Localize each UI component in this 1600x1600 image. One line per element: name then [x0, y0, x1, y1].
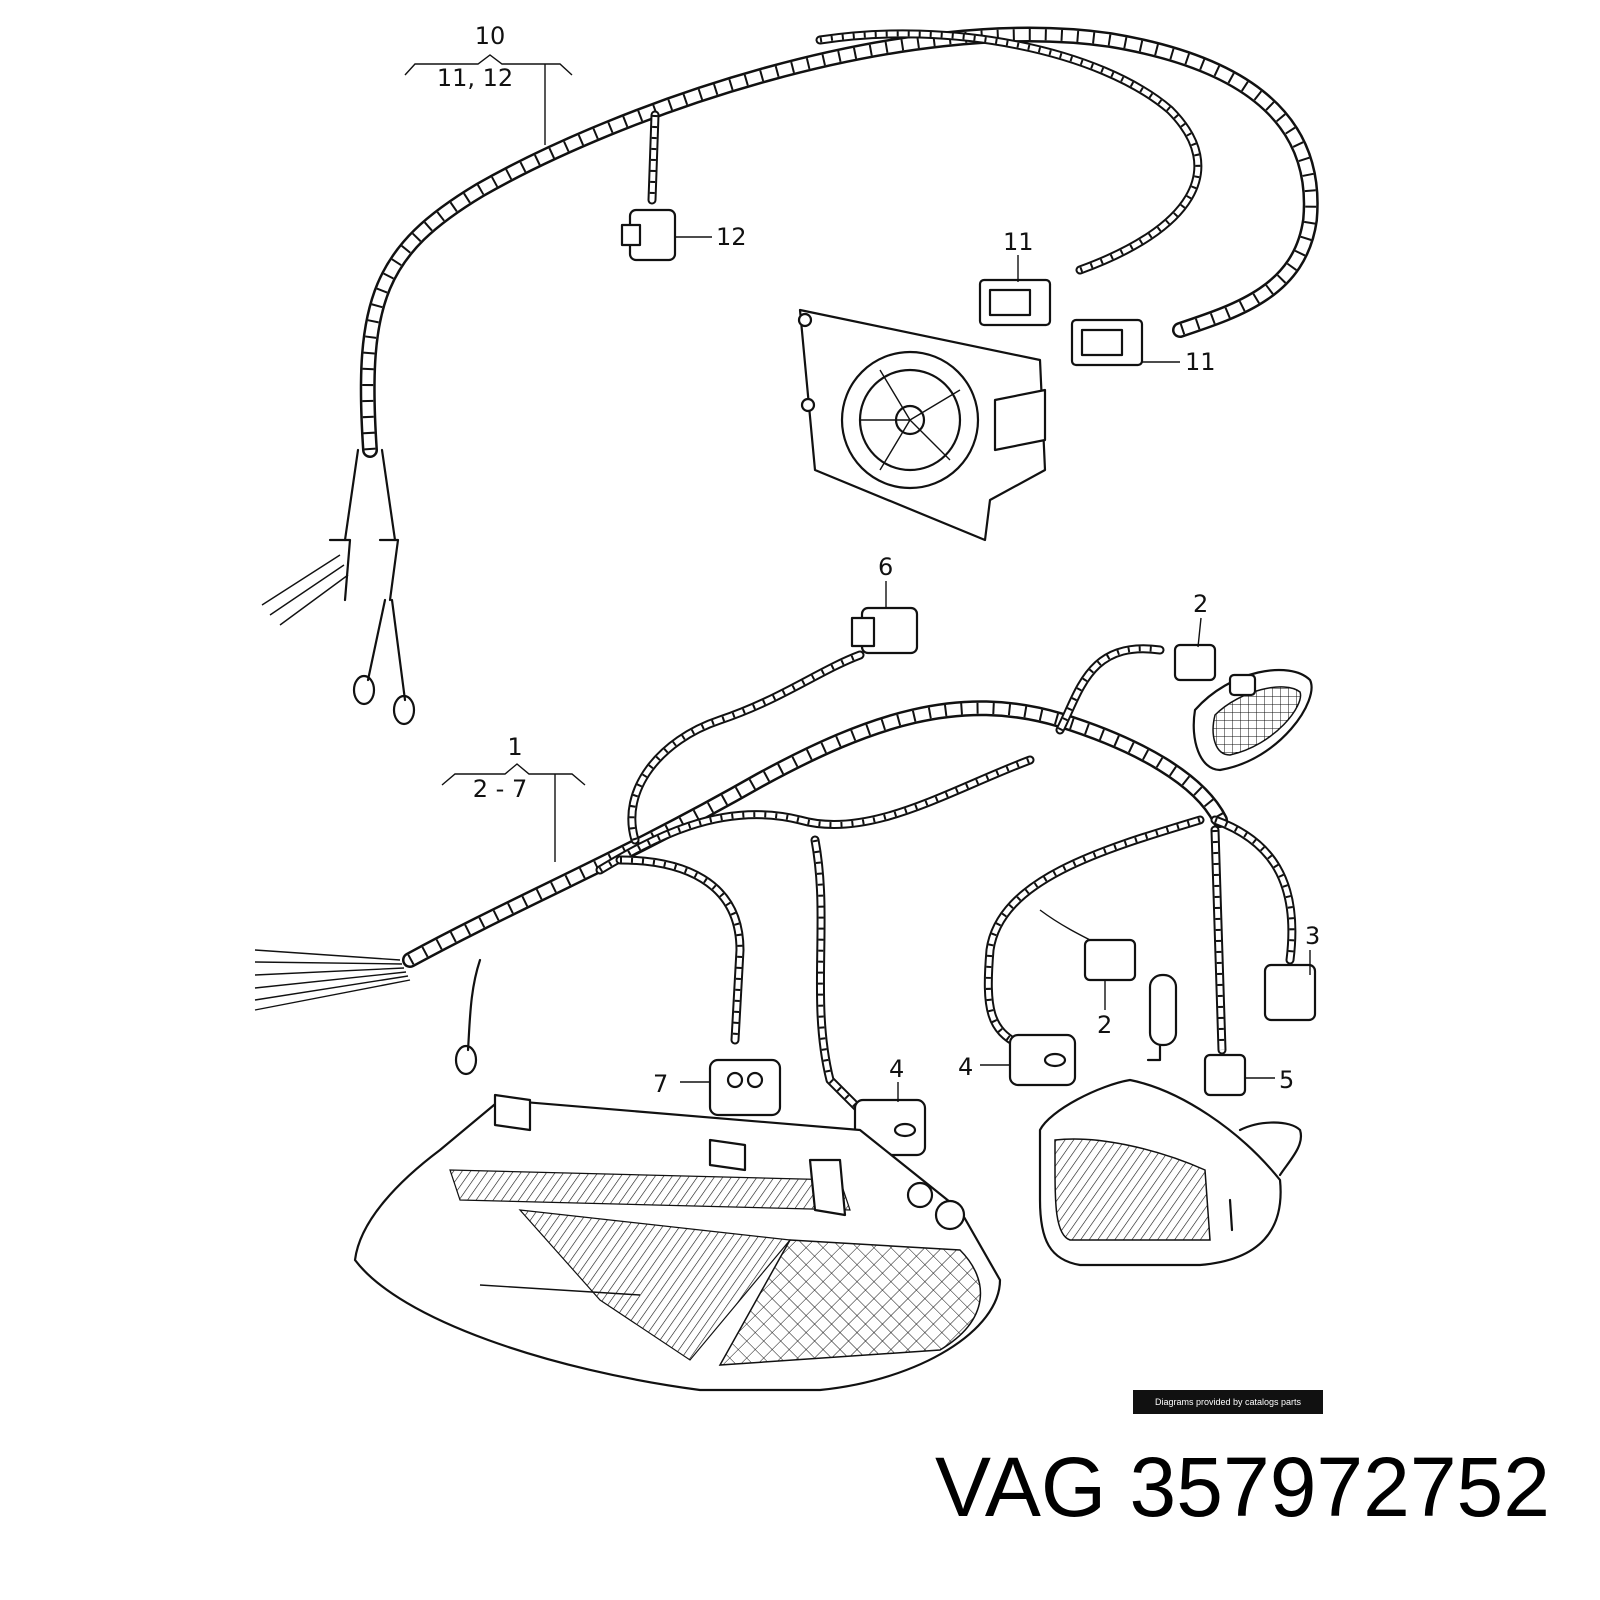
callout-5: 5: [1279, 1066, 1294, 1094]
part-number: VAG 357972752: [935, 1440, 1550, 1534]
callout-4-right: 4: [958, 1053, 973, 1081]
callout-2-lower: 2: [1097, 1011, 1112, 1039]
callout-harness-top: 10 11, 12: [404, 22, 573, 145]
callout-6: 6: [878, 553, 893, 581]
washer-pump: [1146, 973, 1178, 1062]
connector-6: [850, 606, 919, 655]
headlight-assembly: [353, 1093, 1002, 1392]
connector-3: [1263, 950, 1317, 1022]
callout-7: 7: [653, 1070, 668, 1098]
callout-10: 10: [475, 22, 506, 50]
callout-2-7: 2 - 7: [473, 775, 527, 803]
connector-11-left: [978, 255, 1052, 327]
upper-wiring-harness: [261, 26, 1319, 726]
credit-text: Diagrams provided by catalogs parts: [1154, 1397, 1302, 1407]
connector-2-upper: [1173, 643, 1217, 682]
callout-1: 1: [507, 733, 522, 761]
fog-lamp: [1038, 1078, 1303, 1267]
callout-2-upper: 2: [1193, 590, 1208, 618]
front-wiring-harness: [254, 644, 1297, 1115]
callout-11-upper: 11: [1003, 228, 1034, 256]
connector-5: [1203, 1053, 1275, 1097]
radiator-fan-assembly: [797, 308, 1047, 542]
callout-11-lower: 11: [1185, 348, 1216, 376]
callout-harness-front: 1 2 - 7: [441, 733, 586, 862]
connector-12: [620, 208, 712, 262]
connector-2-lower: [1083, 938, 1137, 1010]
callout-11-12: 11, 12: [437, 64, 513, 92]
callout-4-left: 4: [889, 1055, 904, 1083]
connector-7: [680, 1058, 782, 1117]
diagram-credit: Diagrams provided by catalogs parts: [1133, 1390, 1323, 1414]
connector-4-right: [980, 1033, 1077, 1087]
callout-3: 3: [1305, 922, 1320, 950]
callout-12: 12: [716, 223, 747, 251]
connector-11-right: [1070, 318, 1180, 367]
side-marker-lamp: [1192, 668, 1313, 772]
